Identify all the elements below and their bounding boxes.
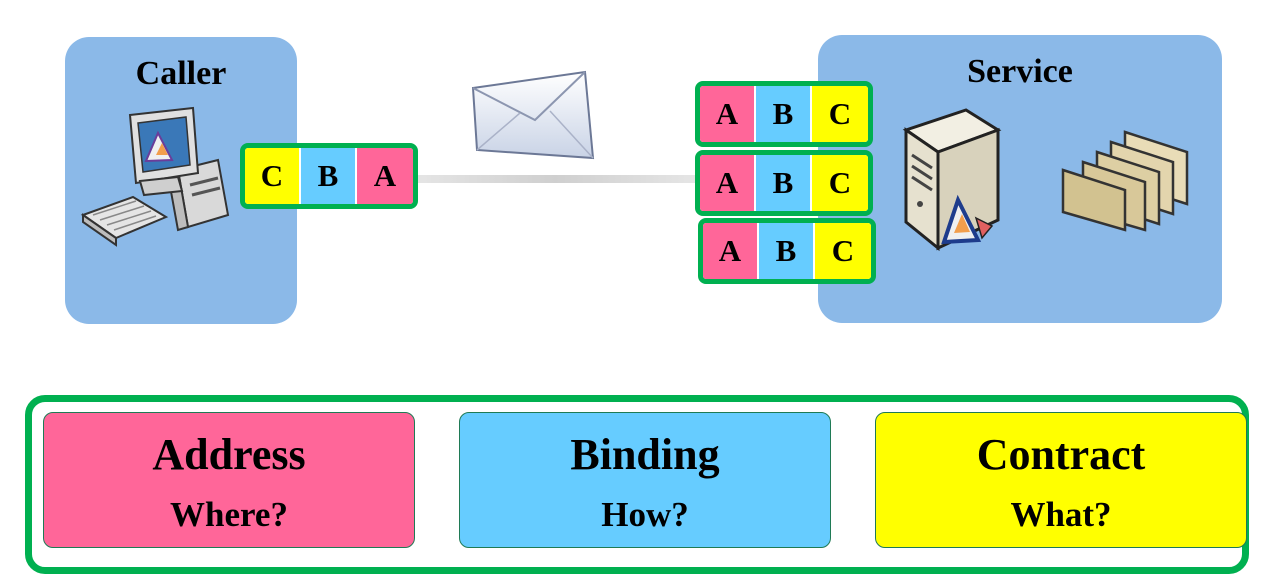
endpoint-cell-contract: C [812,155,868,211]
legend-address: Address Where? [43,412,415,548]
legend-contract-subtitle: What? [1010,495,1112,534]
message-cell-contract: C [245,148,301,204]
legend-binding: Binding How? [459,412,831,548]
caller-message: C B A [240,143,418,209]
service-title: Service [967,53,1073,90]
endpoint-cell-address: A [700,86,756,142]
caller-title: Caller [135,55,227,92]
legend-contract: Contract What? [875,412,1247,548]
message-cell-address: A [357,148,413,204]
envelope-icon [471,70,595,160]
service-endpoint: A B C [698,218,876,284]
server-icon [902,108,1002,252]
legend-binding-subtitle: How? [601,495,689,534]
endpoint-cell-binding: B [756,155,812,211]
endpoint-cell-address: A [700,155,756,211]
connection-line [410,175,700,183]
endpoint-cell-contract: C [812,86,868,142]
endpoint-cell-binding: B [759,223,815,279]
legend-binding-title: Binding [570,430,720,479]
service-endpoint: A B C [695,81,873,147]
folders-icon [1061,130,1189,232]
legend-address-subtitle: Where? [170,495,288,534]
computer-icon [80,106,230,247]
endpoint-cell-contract: C [815,223,871,279]
message-cell-binding: B [301,148,357,204]
endpoint-cell-address: A [703,223,759,279]
endpoint-cell-binding: B [756,86,812,142]
legend-address-title: Address [152,430,306,479]
service-endpoint: A B C [695,150,873,216]
legend-contract-title: Contract [976,430,1146,479]
